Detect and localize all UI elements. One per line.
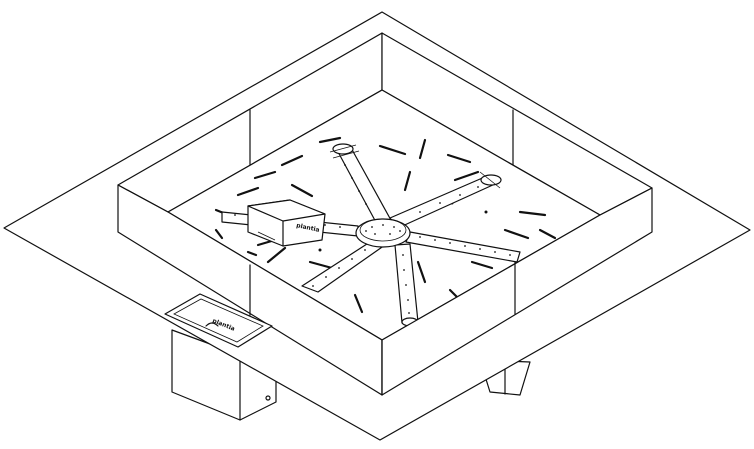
front-walls xyxy=(117,184,653,396)
pump-housing: plantia xyxy=(247,199,326,247)
service-lid: plantia xyxy=(164,293,273,348)
central-hub xyxy=(355,218,411,248)
pump-logo: plantia xyxy=(296,222,321,234)
